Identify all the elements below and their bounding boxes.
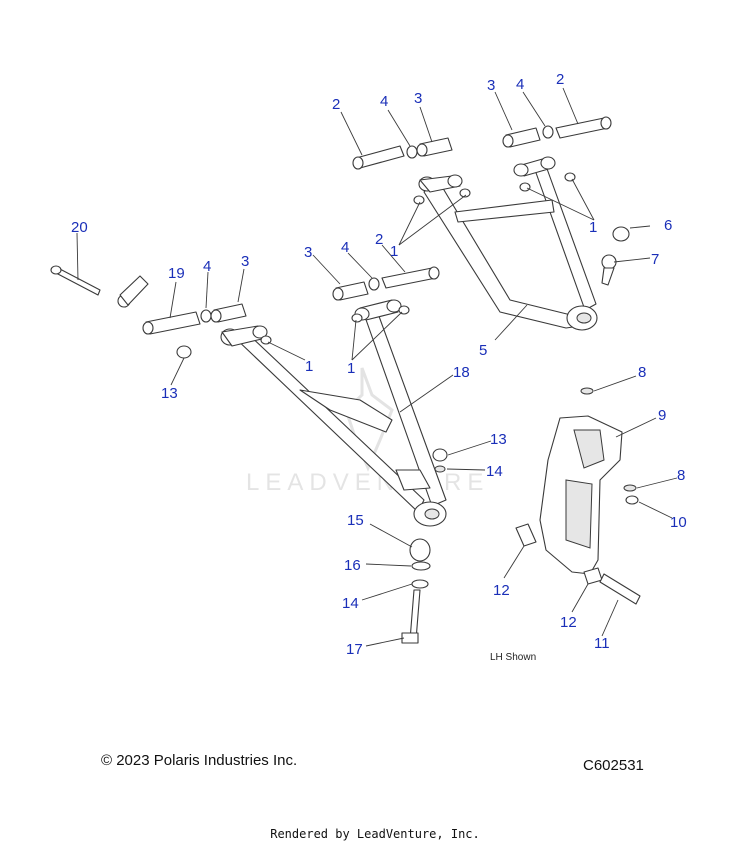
callout-2-upper-left: 2 xyxy=(332,96,340,113)
callout-4-lower-left: 4 xyxy=(203,258,211,275)
watermark-logo: LEADVENTURE xyxy=(246,367,489,496)
lower-pin-set-left xyxy=(117,275,247,335)
drawing-code: C602531 xyxy=(583,757,644,774)
callout-7: 7 xyxy=(651,251,659,268)
rendered-by-text: Rendered by LeadVenture, Inc. xyxy=(270,827,480,841)
upper-pin-set-right xyxy=(502,116,612,148)
washer-14-upper xyxy=(434,465,446,473)
callout-labels: 2 4 3 3 4 2 1 1 6 7 5 20 19 4 3 3 4 2 13… xyxy=(71,71,687,658)
callout-1-upper-left: 1 xyxy=(390,243,398,260)
nut-13-left xyxy=(176,345,192,359)
callout-10: 10 xyxy=(670,514,687,531)
callout-12-right: 12 xyxy=(560,614,577,631)
callout-4-lower-right: 4 xyxy=(341,239,349,256)
callout-3-upper-right: 3 xyxy=(487,77,495,94)
pin-11 xyxy=(599,573,641,605)
callout-3-lower-right: 3 xyxy=(304,244,312,261)
callout-12-left: 12 xyxy=(493,582,510,599)
lower-pin-set-right xyxy=(332,266,440,301)
nut-13-right xyxy=(432,448,448,462)
callout-13-right: 13 xyxy=(490,431,507,448)
callout-2-upper-right: 2 xyxy=(556,71,564,88)
callout-14-lower: 14 xyxy=(342,595,359,612)
ball-joint-group xyxy=(401,538,431,644)
callout-8-right: 8 xyxy=(677,467,685,484)
steering-knuckle-9 xyxy=(539,415,623,575)
callout-19: 19 xyxy=(168,265,185,282)
callout-16: 16 xyxy=(344,557,361,574)
callout-17: 17 xyxy=(346,641,363,658)
callout-20: 20 xyxy=(71,219,88,236)
callout-18: 18 xyxy=(453,364,470,381)
snap-ring-6 xyxy=(612,226,630,242)
callout-6: 6 xyxy=(664,217,672,234)
callout-1-lower-left: 1 xyxy=(305,358,313,375)
washer-8-right xyxy=(623,484,637,492)
callout-15: 15 xyxy=(347,512,364,529)
bolt-20 xyxy=(50,265,101,296)
callout-4-upper-right: 4 xyxy=(516,76,524,93)
callout-11: 11 xyxy=(594,635,610,652)
callout-2-lower-right: 2 xyxy=(375,231,383,248)
callout-1-upper-right: 1 xyxy=(589,219,597,236)
callout-5: 5 xyxy=(479,342,487,359)
lh-shown-note: LH Shown xyxy=(490,652,536,663)
callout-3-upper-left: 3 xyxy=(414,90,422,107)
nut-10 xyxy=(625,495,639,505)
callout-8-top: 8 xyxy=(638,364,646,381)
callout-13-left: 13 xyxy=(161,385,178,402)
callout-14-upper: 14 xyxy=(486,463,503,480)
ball-stud-7 xyxy=(601,254,617,286)
leader-lines xyxy=(76,87,678,647)
callout-3-lower-left: 3 xyxy=(241,253,249,270)
callout-1-lower-right: 1 xyxy=(347,360,355,377)
upper-pin-set-left xyxy=(352,137,453,170)
watermark-text: LEADVENTURE xyxy=(246,469,489,496)
upper-a-arm xyxy=(418,156,598,331)
callout-9: 9 xyxy=(658,407,666,424)
callout-4-upper-left: 4 xyxy=(380,93,388,110)
washer-8-top xyxy=(580,387,594,395)
copyright-text: © 2023 Polaris Industries Inc. xyxy=(101,752,298,769)
lower-a-arm xyxy=(220,299,447,527)
bushing-12-upper xyxy=(515,523,537,547)
